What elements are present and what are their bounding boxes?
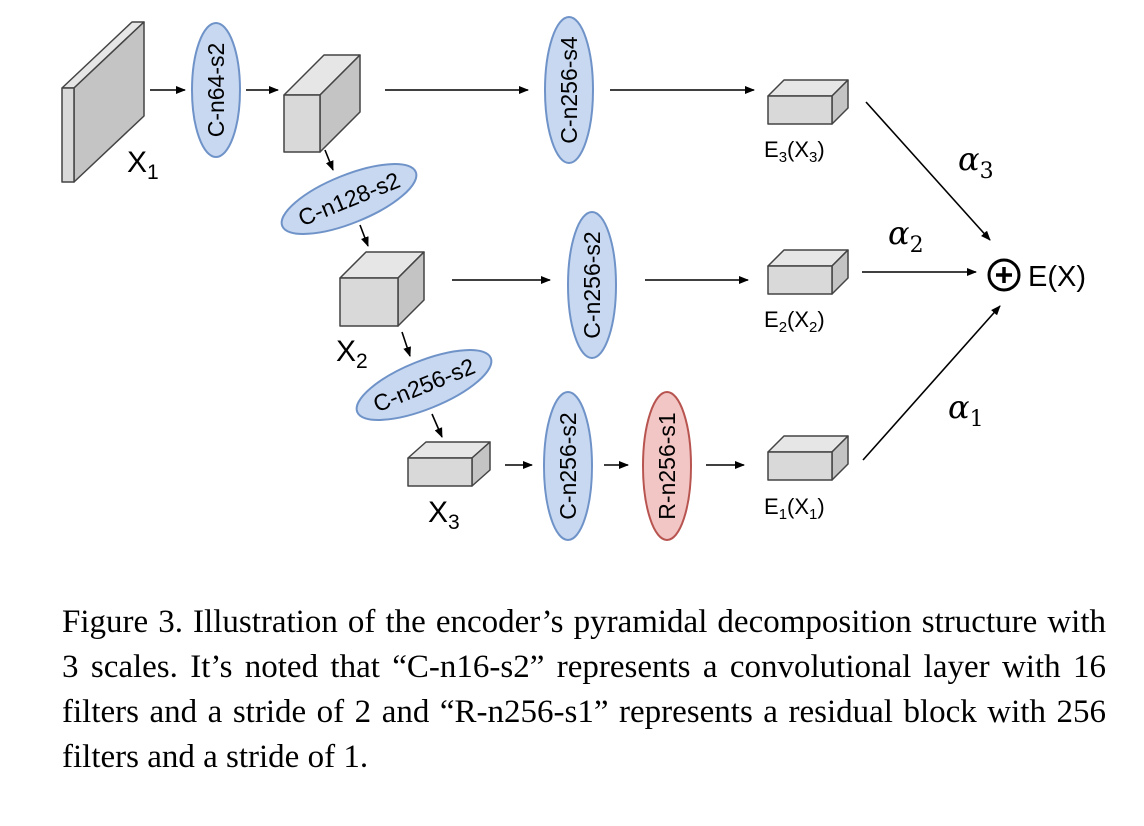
label-x1: X1 (127, 146, 159, 184)
op-c256b: C-n256-s2 (543, 391, 593, 541)
feature-block-1 (283, 54, 361, 153)
op-r256: R-n256-s1 (642, 391, 692, 541)
weight-alpha3: α3 (958, 140, 994, 184)
pyramid-encoder-diagram: C-n64-s2 C-n128-s2 C-n256-s2 C-n256-s4 C… (61, 16, 1086, 541)
arrow-c256a-to-x3 (431, 413, 443, 438)
weight-alpha1: α1 (948, 388, 984, 432)
label-e3: E3(X3) (764, 137, 825, 166)
output-block-e2 (767, 249, 849, 295)
op-c256s2-label: C-n256-s2 (579, 231, 605, 338)
op-c256a: C-n256-s2 (355, 349, 493, 421)
output-block-e1 (767, 435, 849, 481)
op-r256-label: R-n256-s1 (654, 412, 680, 519)
sum-node-icon (987, 258, 1021, 292)
arrow-block1-to-c128 (324, 149, 334, 171)
label-e1: E1(X1) (764, 494, 825, 523)
arrow-c128-to-x2 (359, 224, 369, 247)
feature-block-x3 (407, 441, 491, 487)
label-x2: X2 (336, 335, 368, 373)
figure-caption: Figure 3. Illustration of the encoder’s … (62, 604, 1106, 775)
output-label: E(X) (1028, 261, 1086, 293)
arrow-x2-to-c256a (401, 331, 411, 357)
op-c256s2: C-n256-s2 (567, 211, 617, 359)
input-slab-x1 (61, 21, 145, 183)
output-block-e3 (767, 79, 849, 125)
arrow-e3-to-sum (865, 101, 991, 241)
op-c128: C-n128-s2 (280, 163, 418, 235)
op-c256b-label: C-n256-s2 (555, 412, 581, 519)
label-e2: E2(X2) (764, 307, 825, 336)
arrow-e1-to-sum (862, 305, 1001, 461)
weight-alpha2: α2 (888, 214, 924, 258)
label-x3: X3 (428, 496, 460, 534)
op-c64: C-n64-s2 (191, 22, 241, 158)
op-c256s4: C-n256-s4 (544, 16, 594, 164)
op-c64-label: C-n64-s2 (203, 43, 229, 138)
op-c256s4-label: C-n256-s4 (556, 36, 582, 144)
feature-block-x2 (339, 251, 425, 327)
